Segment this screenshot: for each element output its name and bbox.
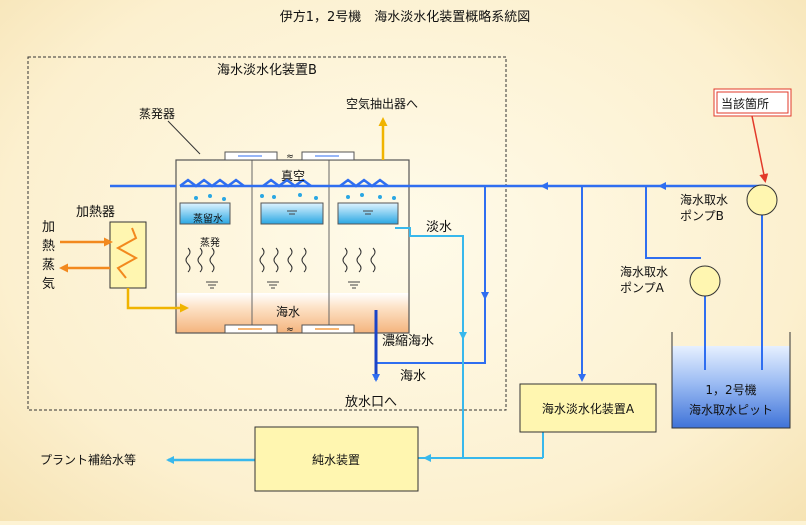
outlet-label: 放水口へ [345, 395, 397, 410]
plant-makeup-label: プラント補給水等 [40, 453, 136, 467]
pit-label-2: 海水取水ピット [689, 402, 773, 417]
target-location-box [716, 91, 789, 114]
svg-text:≈: ≈ [286, 325, 294, 335]
svg-text:≈: ≈ [286, 152, 294, 162]
unit-b-boundary [27, 56, 507, 411]
pump-b-label-1: 海水取水 [680, 192, 728, 207]
unit-a-label: 海水淡水化装置A [542, 401, 635, 416]
pump-a-discharge [645, 186, 701, 259]
intake-pit [672, 346, 790, 428]
pit-label-1: 1，2号機 [705, 382, 756, 397]
target-location-label: 当該箇所 [721, 96, 769, 111]
unit-b-label: 海水淡水化装置B [217, 63, 317, 78]
seawater-return-label: 海水 [400, 369, 426, 384]
brine-label: 濃縮海水 [382, 333, 434, 349]
heater-label: 加熱器 [76, 205, 115, 220]
heating-steam-char-3: 蒸 [42, 258, 55, 273]
pump-a-label-2: ポンプA [620, 281, 665, 295]
air-extractor-label: 空気抽出器へ [346, 96, 418, 111]
heating-steam-char-2: 熱 [42, 239, 55, 254]
diagram-title: 伊方1，2号機 海水淡水化装置概略系統図 [280, 9, 531, 25]
heating-steam-char-1: 加 [42, 220, 55, 235]
heater-outlet-line [126, 288, 189, 313]
pump-b-label-2: ポンプB [680, 209, 724, 223]
pump-a-label-1: 海水取水 [620, 264, 668, 279]
demineralizer-box [254, 426, 419, 492]
evaporator-coils [179, 178, 389, 188]
distillate-label: 蒸留水 [193, 212, 223, 225]
demineralizer-label: 純水装置 [312, 453, 360, 467]
heating-steam-char-4: 気 [42, 276, 55, 292]
fresh-water-line [395, 227, 464, 459]
evaporator-label: 蒸発器 [139, 107, 175, 121]
fresh-water-label: 淡水 [426, 220, 452, 235]
tank-seawater-label: 海水 [276, 304, 300, 319]
unit-a-box [519, 383, 657, 433]
evaporator-vessel: ≈ ≈ [175, 151, 410, 335]
evaporator-leader [167, 120, 201, 155]
pump-b [746, 184, 778, 216]
pump-a [689, 265, 721, 297]
evaporation-label: 蒸発 [200, 236, 220, 249]
seawater-return-line [376, 186, 486, 364]
vacuum-label: 真空 [281, 169, 305, 183]
target-location-pointer [751, 115, 769, 183]
heater [109, 221, 147, 289]
